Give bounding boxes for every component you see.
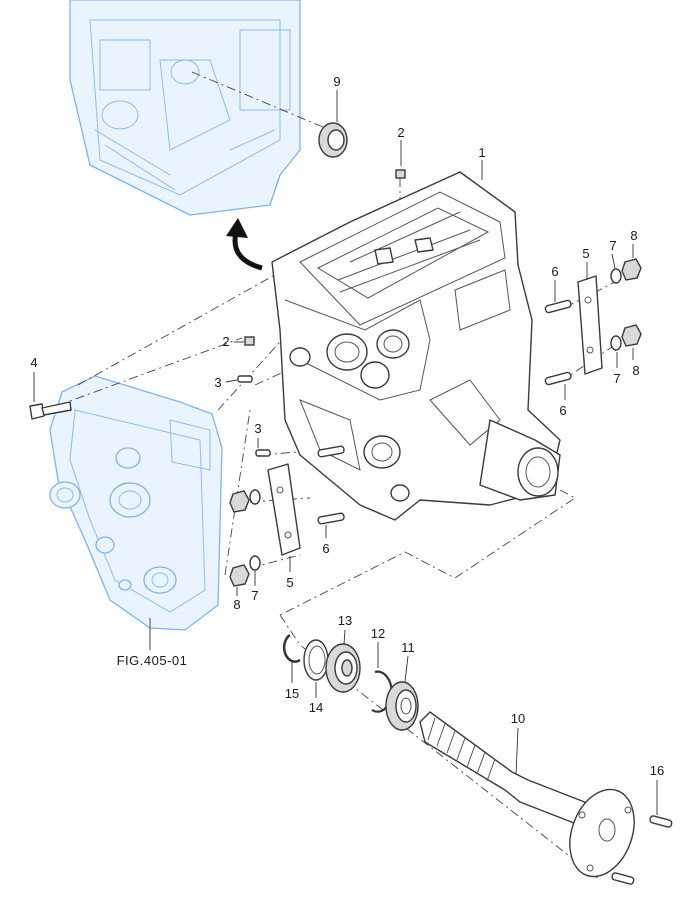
callout-12: 12 (371, 626, 385, 641)
callout-13: 13 (338, 613, 352, 628)
shim-14 (303, 639, 329, 681)
pin-3-lower (255, 449, 271, 457)
callout-15: 15 (285, 686, 299, 701)
stud-6-left-upper (317, 445, 345, 458)
callouts: 9 2 1 2 3 4 3 6 6 5 7 8 7 8 5 6 8 7 FIG.… (30, 74, 664, 778)
callout-1: 1 (478, 145, 485, 160)
callout-7-middle: 7 (613, 371, 620, 386)
stud-16-b (611, 872, 635, 885)
output-shaft-10 (419, 711, 635, 878)
stud-6-upper (544, 299, 572, 314)
plate-5-right (577, 275, 603, 375)
callout-11: 11 (401, 640, 415, 655)
callout-9: 9 (333, 74, 340, 89)
plug-2-top (395, 169, 406, 179)
bearing-13 (325, 643, 361, 693)
callout-2-left: 2 (222, 334, 229, 349)
plate-5-left (267, 463, 301, 556)
callout-2-top: 2 (397, 125, 404, 140)
stud-6-middle (544, 371, 572, 386)
callout-16: 16 (650, 763, 664, 778)
callout-3-upper: 3 (214, 375, 221, 390)
leader-lines (33, 90, 658, 815)
callout-6-middle: 6 (559, 403, 566, 418)
washer-7-d (249, 555, 261, 571)
callout-10: 10 (511, 711, 525, 726)
callout-6-upper: 6 (551, 264, 558, 279)
main-housing (271, 171, 561, 521)
snap-ring-15 (282, 633, 301, 663)
callout-7-upper: 7 (609, 238, 616, 253)
seal-11 (385, 681, 419, 731)
callout-8-left: 8 (233, 597, 240, 612)
stud-6-left-lower (317, 512, 345, 525)
callout-5-left: 5 (286, 575, 293, 590)
callout-6-left: 6 (322, 541, 329, 556)
oil-seal-9 (318, 122, 348, 158)
pin-3-upper (237, 375, 253, 383)
bolt-4 (29, 401, 72, 420)
callout-5-right: 5 (582, 246, 589, 261)
washer-7-b (610, 335, 622, 351)
reference-housing-upper (69, 0, 301, 216)
callout-8-middle: 8 (632, 363, 639, 378)
nut-8-d (229, 564, 250, 587)
reference-cover-left (49, 375, 223, 631)
callout-4: 4 (30, 355, 37, 370)
figure-reference-label: FIG.405-01 (117, 653, 188, 668)
washer-7-a (610, 268, 622, 284)
callout-7-left: 7 (251, 588, 258, 603)
plug-2-left (244, 336, 255, 346)
callout-3-lower: 3 (254, 421, 261, 436)
stud-16-a (649, 815, 673, 828)
callout-8-upper: 8 (630, 228, 637, 243)
nut-8-a (621, 258, 642, 281)
nut-8-b (621, 324, 642, 347)
washer-7-c (249, 489, 261, 505)
nut-8-c (229, 490, 250, 513)
callout-14: 14 (309, 700, 323, 715)
assembly-arrow (226, 218, 263, 271)
